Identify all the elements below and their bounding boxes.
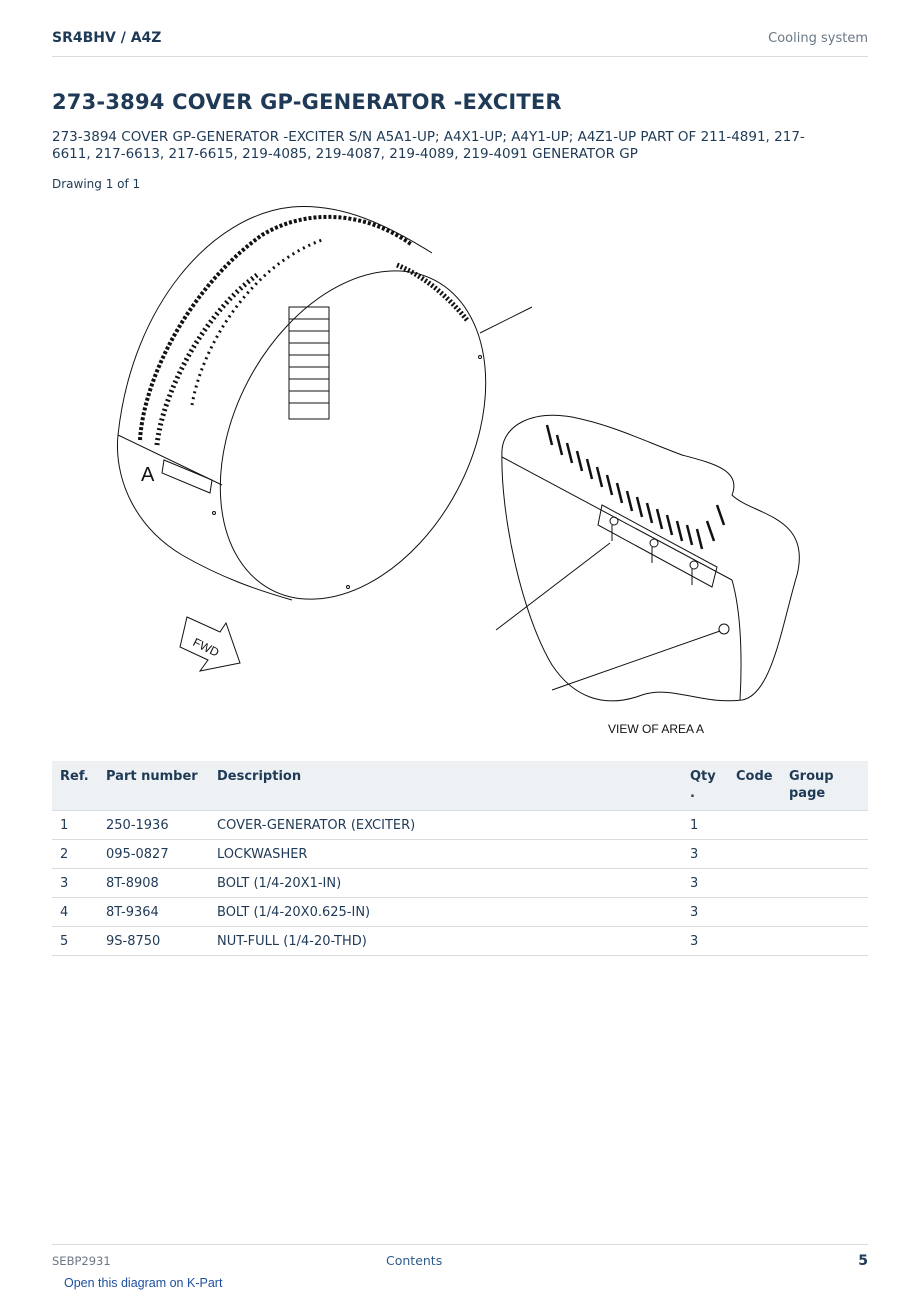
detail-view-drawing — [495, 414, 800, 702]
parts-diagram: A FWD VIEW OF AREA A — [116, 206, 800, 736]
page-footer: SEBP2931 Contents 5 — [52, 1244, 868, 1275]
table-row: 5 9S-8750 NUT-FULL (1/4-20-THD) 3 — [52, 926, 868, 956]
cell-ref: 5 — [52, 926, 98, 956]
table-row: 4 8T-9364 BOLT (1/4-20X0.625-IN) 3 — [52, 897, 868, 927]
cell-group-page — [781, 810, 868, 840]
document-number: SEBP2931 — [52, 1254, 111, 1268]
cell-qty: 3 — [682, 839, 728, 869]
contents-link[interactable]: Contents — [386, 1253, 443, 1268]
col-part-number: Part number — [98, 761, 209, 811]
cell-part-number[interactable]: 8T-9364 — [98, 897, 209, 927]
cell-part-number[interactable]: 9S-8750 — [98, 926, 209, 956]
col-description: Description — [209, 761, 682, 811]
cell-description: BOLT (1/4-20X1-IN) — [209, 868, 682, 898]
cell-qty: 3 — [682, 926, 728, 956]
table-row: 1 250-1936 COVER-GENERATOR (EXCITER) 1 — [52, 810, 868, 840]
page-subtitle: 273-3894 COVER GP-GENERATOR -EXCITER S/N… — [52, 129, 805, 162]
cell-ref: 1 — [52, 810, 98, 840]
page-title: 273-3894 COVER GP-GENERATOR -EXCITER — [52, 90, 562, 114]
cell-qty: 1 — [682, 810, 728, 840]
fwd-label: FWD — [191, 635, 222, 660]
col-group-page: Group page — [781, 761, 868, 811]
cell-description: COVER-GENERATOR (EXCITER) — [209, 810, 682, 840]
drawing-count: Drawing 1 of 1 — [52, 177, 141, 191]
col-qty: Qty . — [682, 761, 728, 811]
model-label: SR4BHV / A4Z — [52, 30, 162, 46]
col-code: Code — [728, 761, 781, 811]
fwd-arrow-icon — [179, 616, 241, 672]
cell-group-page — [781, 926, 868, 956]
cell-ref: 3 — [52, 868, 98, 898]
cell-code — [728, 926, 781, 956]
cell-qty: 3 — [682, 897, 728, 927]
cell-group-page — [781, 897, 868, 927]
parts-table: Ref. Part number Description Qty . Code … — [52, 761, 868, 956]
cell-description: LOCKWASHER — [209, 839, 682, 869]
cell-ref: 2 — [52, 839, 98, 869]
cell-code — [728, 897, 781, 927]
cell-part-number[interactable]: 8T-8908 — [98, 868, 209, 898]
table-row: 3 8T-8908 BOLT (1/4-20X1-IN) 3 — [52, 868, 868, 898]
area-label: A — [141, 464, 155, 486]
cell-code — [728, 868, 781, 898]
cell-group-page — [781, 839, 868, 869]
cell-ref: 4 — [52, 897, 98, 927]
kpart-link[interactable]: Open this diagram on K-Part — [64, 1276, 223, 1290]
table-header-row: Ref. Part number Description Qty . Code … — [52, 761, 868, 811]
page-header: SR4BHV / A4Z Cooling system — [52, 28, 868, 57]
cell-part-number[interactable]: 250-1936 — [98, 810, 209, 840]
view-caption: VIEW OF AREA A — [608, 722, 704, 736]
section-label: Cooling system — [768, 31, 868, 46]
cell-description: BOLT (1/4-20X0.625-IN) — [209, 897, 682, 927]
cell-qty: 3 — [682, 868, 728, 898]
cell-code — [728, 810, 781, 840]
col-ref: Ref. — [52, 761, 98, 811]
cell-description: NUT-FULL (1/4-20-THD) — [209, 926, 682, 956]
cell-part-number[interactable]: 095-0827 — [98, 839, 209, 869]
cover-drawing — [116, 206, 533, 601]
cell-group-page — [781, 868, 868, 898]
table-row: 2 095-0827 LOCKWASHER 3 — [52, 839, 868, 869]
cell-code — [728, 839, 781, 869]
page-number: 5 — [858, 1253, 868, 1269]
